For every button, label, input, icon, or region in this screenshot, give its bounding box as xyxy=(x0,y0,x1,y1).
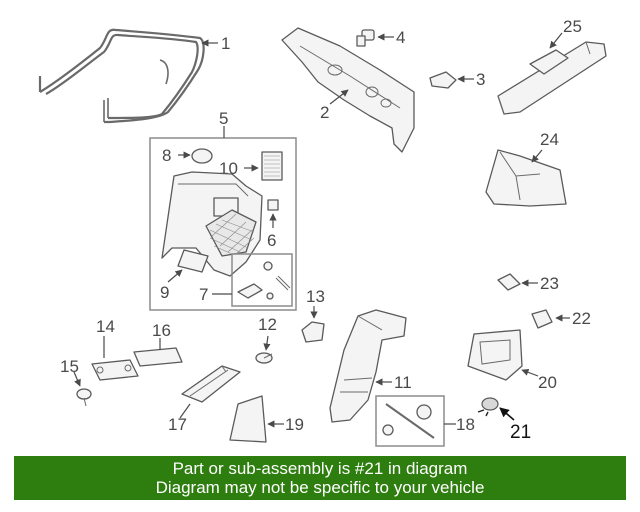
part-20-bracket xyxy=(467,329,523,381)
svg-text:22: 22 xyxy=(572,309,591,328)
svg-text:20: 20 xyxy=(538,373,557,392)
part-info-banner: Part or sub-assembly is #21 in diagram D… xyxy=(14,456,626,500)
part-13-block xyxy=(301,321,325,343)
svg-text:8: 8 xyxy=(162,146,171,165)
svg-text:12: 12 xyxy=(258,315,277,334)
svg-text:25: 25 xyxy=(563,17,582,36)
svg-text:13: 13 xyxy=(306,287,325,306)
callout-23: 23 xyxy=(521,274,559,293)
part-12-push-pin xyxy=(255,352,273,364)
callout-1: 1 xyxy=(201,34,230,53)
part-3-clip xyxy=(429,71,457,89)
callout-8: 8 xyxy=(162,146,191,165)
svg-text:19: 19 xyxy=(285,415,304,434)
svg-text:21: 21 xyxy=(510,422,531,443)
callout-17: 17 xyxy=(168,403,191,434)
svg-text:14: 14 xyxy=(96,317,115,336)
callout-14: 14 xyxy=(96,317,115,358)
callout-24: 24 xyxy=(531,130,559,163)
part-21-screw xyxy=(477,397,499,417)
callout-12: 12 xyxy=(258,315,277,351)
svg-text:2: 2 xyxy=(320,103,329,122)
callout-16: 16 xyxy=(152,321,171,350)
callout-21: 21 xyxy=(499,407,531,443)
svg-text:18: 18 xyxy=(456,415,475,434)
svg-text:24: 24 xyxy=(540,130,559,149)
svg-text:23: 23 xyxy=(540,274,559,293)
part-11-console xyxy=(329,309,407,423)
callout-3: 3 xyxy=(457,70,485,89)
part-18-strut-box xyxy=(375,395,445,447)
svg-text:3: 3 xyxy=(476,70,485,89)
part-5-assembly-box: 5 xyxy=(149,109,297,311)
part-22-cap xyxy=(531,309,553,329)
part-8-plug xyxy=(191,148,213,164)
svg-text:6: 6 xyxy=(267,231,276,250)
callout-25: 25 xyxy=(549,17,582,49)
callout-2: 2 xyxy=(320,89,349,122)
part-15-screw xyxy=(76,388,92,407)
banner-line-1: Part or sub-assembly is #21 in diagram xyxy=(172,459,468,478)
callout-13: 13 xyxy=(306,287,325,319)
callout-15: 15 xyxy=(60,357,81,387)
svg-text:15: 15 xyxy=(60,357,79,376)
svg-text:17: 17 xyxy=(168,415,187,434)
svg-text:7: 7 xyxy=(199,285,208,304)
part-5-side-trim xyxy=(161,171,263,277)
parts-diagram: 1 2 4 3 25 xyxy=(38,17,607,447)
callout-7: 7 xyxy=(199,285,232,304)
svg-text:1: 1 xyxy=(221,34,230,53)
part-7-hardware-box xyxy=(231,253,293,307)
callout-11: 11 xyxy=(375,373,412,392)
callout-20: 20 xyxy=(521,368,557,392)
part-24-duct xyxy=(485,149,567,207)
svg-text:16: 16 xyxy=(152,321,171,340)
part-19-panel xyxy=(229,395,267,443)
svg-text:5: 5 xyxy=(219,109,228,128)
part-25-bracket xyxy=(497,41,607,115)
part-1-weatherstrip xyxy=(38,28,205,124)
svg-text:11: 11 xyxy=(394,373,412,392)
part-9-cover xyxy=(177,249,209,273)
callout-6: 6 xyxy=(267,213,277,250)
part-10-grille xyxy=(261,151,283,181)
part-14-hinge xyxy=(91,359,139,381)
part-23-clip xyxy=(497,273,521,291)
callout-18: 18 xyxy=(444,415,475,434)
callout-9: 9 xyxy=(160,269,183,302)
callout-19: 19 xyxy=(267,415,304,434)
callout-4: 4 xyxy=(377,28,405,47)
banner-line-2: Diagram may not be specific to your vehi… xyxy=(155,478,485,497)
part-16-strip xyxy=(133,347,183,367)
svg-text:4: 4 xyxy=(396,28,405,47)
part-6-clip xyxy=(267,199,279,211)
callout-22: 22 xyxy=(555,309,591,328)
part-4-screw xyxy=(356,29,375,47)
svg-text:9: 9 xyxy=(160,283,169,302)
part-17-latch xyxy=(181,365,241,403)
